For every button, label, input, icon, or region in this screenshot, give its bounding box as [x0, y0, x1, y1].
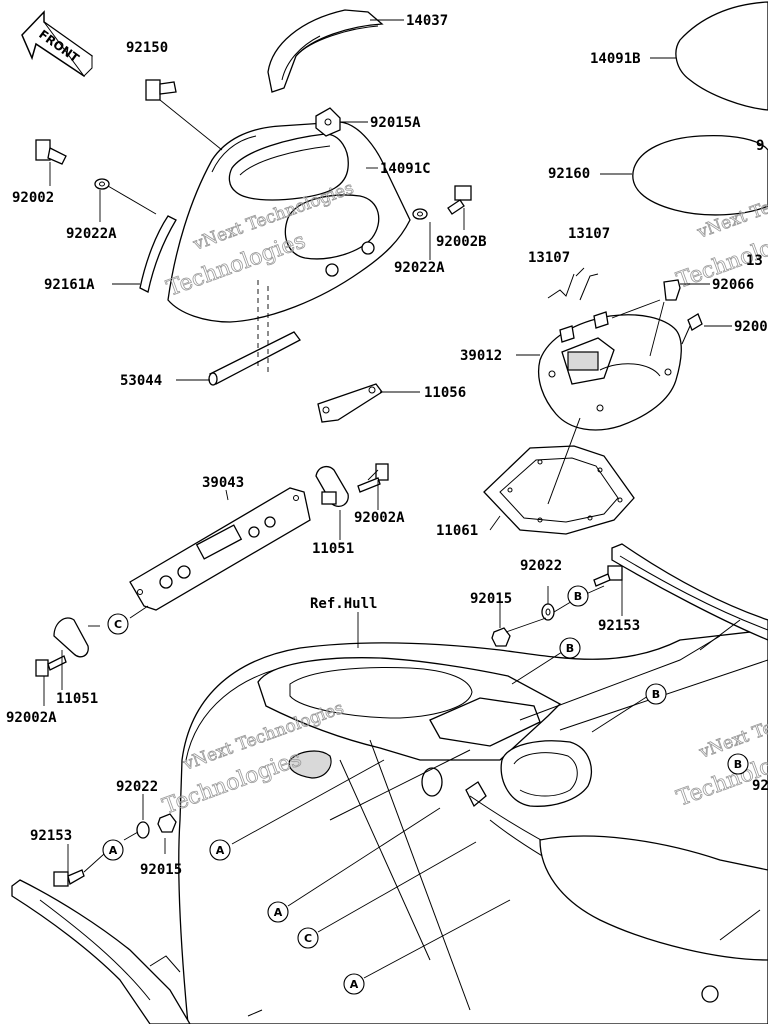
part-11061-gasket — [483, 417, 635, 535]
label-13107-b: 13107 — [528, 250, 570, 266]
label-14091b: 14091B — [590, 51, 641, 67]
part-14037-cover — [267, 9, 384, 93]
svg-text:B: B — [652, 688, 660, 701]
callout-a-hull-2: A — [267, 901, 289, 923]
callout-b-right: B — [727, 753, 749, 775]
ref-hull-label: Ref.Hull — [310, 596, 377, 612]
callout-b-mid-2: B — [559, 637, 581, 659]
label-92066: 92066 — [712, 277, 754, 293]
hull-decal — [288, 750, 332, 779]
part-92153-bolt-mid — [593, 565, 623, 587]
svg-text:B: B — [566, 642, 574, 655]
label-92002: 92002 — [12, 190, 54, 206]
part-92002a-lower-bolt — [35, 655, 67, 677]
part-92161a-strip — [139, 215, 177, 293]
label-92015a: 92015A — [370, 115, 421, 131]
label-92022a-right: 92022A — [394, 260, 445, 276]
part-11051-lower-bracket — [53, 617, 89, 658]
label-92150: 92150 — [126, 40, 168, 56]
label-92153-low: 92153 — [30, 828, 72, 844]
part-92002-bolt — [35, 139, 67, 165]
label-14037: 14037 — [406, 13, 448, 29]
part-92066-bolt — [663, 279, 681, 301]
label-39012: 39012 — [460, 348, 502, 364]
label-53044: 53044 — [120, 373, 162, 389]
svg-text:A: A — [216, 844, 225, 857]
hull-outline — [178, 629, 768, 1024]
part-92002a-upper-bolt — [357, 463, 389, 493]
part-92153-bolt-low — [53, 869, 85, 887]
label-92015-mid: 92015 — [470, 591, 512, 607]
svg-text:C: C — [114, 618, 122, 631]
part-labels: 14037 14091B 92150 92015A 14091C 92002 9… — [6, 13, 768, 878]
callout-b-mid-1: B — [567, 585, 589, 607]
label-92160: 92160 — [548, 166, 590, 182]
label-92002a-lower: 92002A — [6, 710, 57, 726]
part-13107-clips — [547, 273, 599, 301]
front-direction-arrow: FRONT — [21, 10, 93, 78]
callout-a-hull-3: A — [343, 973, 365, 995]
label-92161a: 92161A — [44, 277, 95, 293]
label-92022-mid: 92022 — [520, 558, 562, 574]
part-11056-bracket — [317, 383, 383, 423]
label-11056: 11056 — [424, 385, 466, 401]
label-edge-92: 92 — [752, 778, 768, 794]
part-14091b-lid — [675, 1, 768, 111]
label-11051-upper: 11051 — [312, 541, 354, 557]
part-92022-washer-low — [136, 821, 150, 839]
label-92002b: 92002B — [436, 234, 487, 250]
svg-text:B: B — [574, 590, 582, 603]
part-92022-washer-mid — [541, 603, 555, 621]
hull-side-rail-right — [611, 543, 768, 651]
part-92015-nut-low — [157, 813, 177, 833]
callout-c-hull: C — [297, 927, 319, 949]
label-11051-lower: 11051 — [56, 691, 98, 707]
svg-text:A: A — [350, 978, 359, 991]
part-92015-nut-mid — [491, 627, 511, 647]
label-92022-low: 92022 — [116, 779, 158, 795]
part-92022a-washer-right — [412, 208, 428, 220]
callout-a-hull-1: A — [209, 839, 231, 861]
svg-text:A: A — [274, 906, 283, 919]
part-92002b-bolt — [447, 185, 472, 215]
part-39012-housing — [538, 311, 682, 431]
callout-a-low-left: A — [102, 839, 124, 861]
label-edge-13: 13 — [746, 253, 763, 269]
part-92150-bolt — [145, 79, 177, 101]
part-53044-rod — [208, 331, 301, 386]
hull-edge-left — [11, 879, 263, 1024]
part-11051-upper-bracket — [315, 465, 349, 508]
label-edge-9: 9 — [756, 138, 764, 154]
part-39043-plate — [129, 487, 311, 611]
callout-b-mid-3: B — [645, 683, 667, 705]
label-11061: 11061 — [436, 523, 478, 539]
label-92015-low: 92015 — [140, 862, 182, 878]
label-39043: 39043 — [202, 475, 244, 491]
svg-text:B: B — [734, 758, 742, 771]
svg-text:A: A — [109, 844, 118, 857]
part-92015a-clip — [315, 107, 341, 137]
label-92022a-left: 92022A — [66, 226, 117, 242]
part-92160-pad — [632, 134, 768, 216]
part-14091c-console — [167, 121, 411, 323]
label-14091c: 14091C — [380, 161, 431, 177]
label-edge-9200: 9200 — [734, 319, 768, 335]
part-92022a-washer-left — [94, 178, 110, 190]
callout-c-upper: C — [107, 613, 129, 635]
label-92153-mid: 92153 — [598, 618, 640, 634]
label-92002a-upper: 92002A — [354, 510, 405, 526]
svg-text:C: C — [304, 932, 312, 945]
part-screw-right — [681, 313, 703, 345]
label-13107-a: 13107 — [568, 226, 610, 242]
callout-markers: C B B B B A A A C A — [102, 585, 749, 995]
